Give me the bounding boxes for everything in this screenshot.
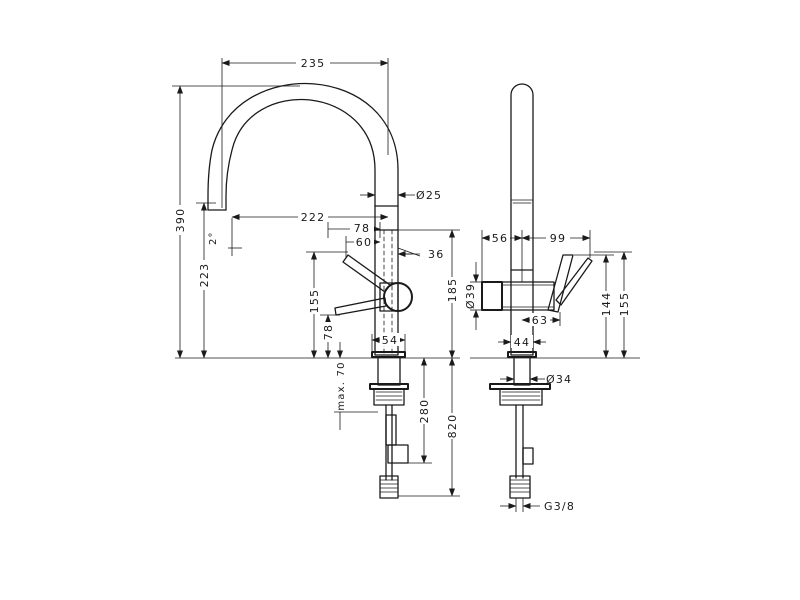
dim-390: 390 [172,85,300,359]
dim-144-label: 144 [600,292,613,317]
dim-max70-label: max. 70 [336,361,347,410]
front-neck [374,205,399,356]
dim-g38: G3/8 [500,498,575,513]
svg-text:2°: 2° [208,231,219,245]
dim-235: 235 [221,56,389,208]
side-base [489,351,551,499]
dim-235-label: 235 [301,57,326,70]
dim-36: 36 [397,247,444,261]
side-body [481,254,593,356]
dim-d39-label: Ø39 [464,283,477,309]
dim-155-side: 155 [594,251,632,359]
dim-78-vert: 78 [320,314,340,359]
dim-36-label: 36 [428,248,444,261]
dim-155-front: 155 [306,251,348,359]
dim-820: 820 [398,357,460,497]
dim-63: 63 [521,312,561,327]
side-view: 56 99 Ø39 63 44 [464,83,640,513]
dim-44-label: 44 [514,336,530,349]
dim-max70: max. 70 [334,342,378,430]
dim-280-label: 280 [418,399,431,424]
dim-44: 44 [498,335,546,349]
dim-155-front-label: 155 [308,289,321,314]
dim-99: 99 [521,230,591,282]
dim-223-label: 223 [198,263,211,288]
front-view: 235 390 223 2° 222 [172,56,460,499]
front-base [369,351,409,499]
side-spout [510,83,534,271]
dim-63-label: 63 [532,314,548,327]
dim-g38-label: G3/8 [544,500,575,513]
dim-54-label: 54 [382,334,398,347]
dim-222-label: 222 [301,211,326,224]
front-body [334,229,413,356]
dim-56: 56 [481,230,523,282]
dim-56-label: 56 [492,232,508,245]
dim-820-label: 820 [446,414,459,439]
dim-d25-label: Ø25 [416,189,442,202]
dim-280: 280 [408,357,432,464]
dim-144: 144 [574,254,614,359]
dim-60: 60 [345,235,381,258]
dim-60-label: 60 [356,236,372,249]
dim-d34-label: Ø34 [546,373,572,386]
dim-78-top-label: 78 [354,222,370,235]
dim-155-side-label: 155 [618,292,631,317]
dim-390-label: 390 [174,208,187,233]
dim-d39: Ø39 [464,262,482,330]
dim-223: 223 [196,202,216,359]
dim-222: 222 [231,210,389,224]
dim-99-label: 99 [550,232,566,245]
dim-d34: Ø34 [500,373,572,386]
dim-78-vert-label: 78 [322,324,335,340]
dim-185: 185 [398,229,460,359]
dim-78-top: 78 [327,222,381,238]
dim-185-label: 185 [446,278,459,303]
dim-54: 54 [371,333,406,352]
front-spout [207,82,399,211]
outlet-angle-mark: 2° [208,218,242,256]
dim-d25: Ø25 [360,189,442,202]
